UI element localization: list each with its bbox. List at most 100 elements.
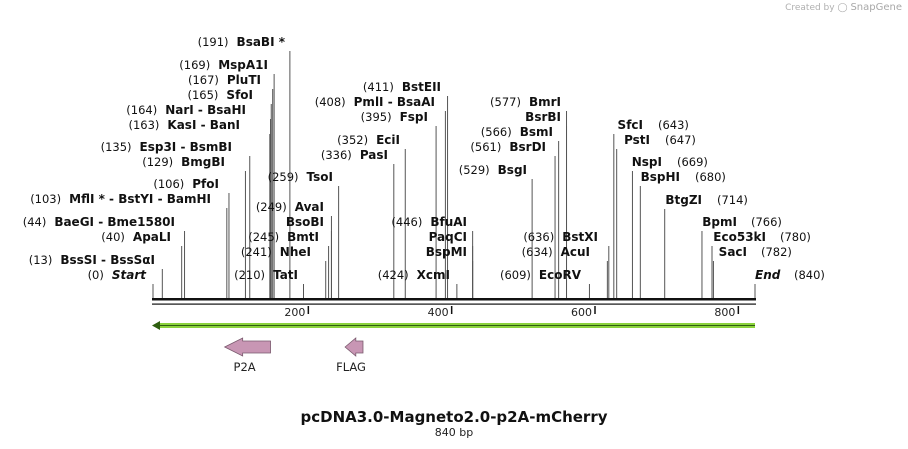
site-position: (424) <box>378 268 409 282</box>
site-label[interactable]: PasI(336) <box>321 148 388 162</box>
site-label[interactable]: FspI(395) <box>361 110 428 124</box>
site-position: (446) <box>391 215 422 229</box>
site-name: BsoBI <box>286 215 324 229</box>
site-label[interactable]: NheI(241) <box>241 245 311 259</box>
site-position: (647) <box>665 133 696 147</box>
site-label[interactable]: BmrI(577) <box>490 95 561 109</box>
site-name: TatI <box>273 268 298 282</box>
site-label[interactable]: BaeGI - Bme1580I (44) <box>23 215 175 229</box>
site-name: PmlI - BsaAI <box>354 95 435 109</box>
site-name: BstXI <box>562 230 598 244</box>
site-name: BstEII <box>402 80 441 94</box>
site-label[interactable]: SacI(782) <box>719 245 792 259</box>
site-label[interactable]: Eco53kI (780) <box>713 230 811 244</box>
site-label[interactable]: NspI(669) <box>632 155 708 169</box>
site-label[interactable]: BfuAI(446) <box>391 215 467 229</box>
site-name: SacI <box>719 245 747 259</box>
site-position: (241) <box>241 245 272 259</box>
site-label[interactable]: Esp3I - BsmBI (135) <box>101 140 232 154</box>
site-label[interactable]: BspHI(680) <box>641 170 726 184</box>
site-label[interactable]: BstXI(636) <box>523 230 598 244</box>
site-name: BaeGI - Bme1580I <box>54 215 175 229</box>
site-name: NspI <box>632 155 662 169</box>
site-label[interactable]: BsgI(529) <box>459 163 527 177</box>
site-label[interactable]: PstI(647) <box>624 133 696 147</box>
site-name: BsaBI * <box>237 35 286 49</box>
site-name: BmgBI <box>181 155 225 169</box>
site-label[interactable]: AvaI(249) <box>256 200 324 214</box>
site-name: BsmI <box>520 125 553 139</box>
site-label[interactable]: NarI - BsaHI(164) <box>126 103 246 117</box>
site-position: (245) <box>248 230 279 244</box>
site-position: (840) <box>794 268 825 282</box>
site-label[interactable]: PmlI - BsaAI(408) <box>315 95 435 109</box>
site-label[interactable]: PaqCI <box>429 230 467 244</box>
site-position: (210) <box>234 268 265 282</box>
site-labels: BsaBI *(191) MspA1I (169)PluTI(167)SfoI(16… <box>23 35 825 282</box>
site-name: PluTI <box>227 73 261 87</box>
site-name: XcmI <box>417 268 450 282</box>
site-label[interactable]: BtgZI(714) <box>665 193 748 207</box>
feature-arrow-icon <box>223 337 271 357</box>
site-label[interactable]: BmtI(245) <box>248 230 319 244</box>
feature-label: FLAG <box>336 360 366 374</box>
site-label[interactable]: BmgBI (129) <box>142 155 225 169</box>
site-name: PaqCI <box>429 230 467 244</box>
site-label[interactable]: MflI * - BstYI - BamHI(103) <box>30 192 211 206</box>
site-position: (135) <box>101 140 132 154</box>
site-label[interactable]: BsaBI *(191) <box>198 35 286 49</box>
site-position: (780) <box>780 230 811 244</box>
credit-brand: SnapGene <box>850 2 902 13</box>
site-label[interactable]: XcmI (424) <box>378 268 450 282</box>
site-position: (259) <box>268 170 299 184</box>
site-name: SfoI <box>226 88 253 102</box>
site-label[interactable]: BpmI(766) <box>702 215 782 229</box>
orf-arrow <box>152 321 755 330</box>
site-position: (249) <box>256 200 287 214</box>
features: P2A FLAG <box>223 337 366 374</box>
site-label[interactable]: AcuI(634) <box>522 245 590 259</box>
site-name: BmrI <box>529 95 561 109</box>
site-name: Esp3I - BsmBI <box>140 140 232 154</box>
feature-flag[interactable]: FLAG <box>336 337 366 374</box>
site-label[interactable]: BsrDI(561) <box>470 140 546 154</box>
site-label[interactable]: ApaLI(40) <box>101 230 171 244</box>
site-label[interactable]: BsmI(566) <box>481 125 553 139</box>
site-label[interactable]: BsoBI <box>286 215 324 229</box>
site-label[interactable]: SfcI(643) <box>618 118 689 132</box>
site-position: (169) <box>179 58 210 72</box>
site-label[interactable]: MspA1I (169) <box>179 58 268 72</box>
site-label[interactable]: BsrBI <box>525 110 561 124</box>
site-name: BsrDI <box>509 140 546 154</box>
site-label[interactable]: Start(0) <box>88 268 148 282</box>
site-label[interactable]: PfoI(106) <box>153 177 219 191</box>
site-label[interactable]: SfoI(165) <box>187 88 253 102</box>
site-name: BssSI - BssSαI <box>60 253 155 267</box>
site-position: (44) <box>23 215 47 229</box>
site-name: End <box>755 268 781 282</box>
feature-p2a[interactable]: P2A <box>223 337 271 374</box>
site-name: ApaLI <box>133 230 171 244</box>
site-label[interactable]: BstEII(411) <box>363 80 441 94</box>
site-name: EcoRV <box>539 268 582 282</box>
site-position: (129) <box>142 155 173 169</box>
site-position: (103) <box>30 192 61 206</box>
ruler-label: 400 <box>428 306 449 319</box>
site-label[interactable]: EciI(352) <box>337 133 400 147</box>
site-name: MspA1I <box>218 58 268 72</box>
site-name: Eco53kI <box>713 230 766 244</box>
site-label[interactable]: EcoRV(609) <box>500 268 582 282</box>
site-label[interactable]: BssSI - BssSαI(13) <box>29 253 155 267</box>
site-label[interactable]: PluTI(167) <box>188 73 261 87</box>
site-label[interactable]: TsoI(259) <box>268 170 333 184</box>
site-label[interactable]: BspMI <box>426 245 467 259</box>
site-label[interactable]: TatI (210) <box>234 268 298 282</box>
site-name: PasI <box>360 148 388 162</box>
site-label[interactable]: KasI - BanI(163) <box>128 118 240 132</box>
site-name: FspI <box>400 110 428 124</box>
site-position: (352) <box>337 133 368 147</box>
site-label[interactable]: End (840) <box>755 268 825 282</box>
site-position: (0) <box>88 268 104 282</box>
ruler-label: 200 <box>284 306 305 319</box>
feature-arrow-icon <box>344 337 364 357</box>
